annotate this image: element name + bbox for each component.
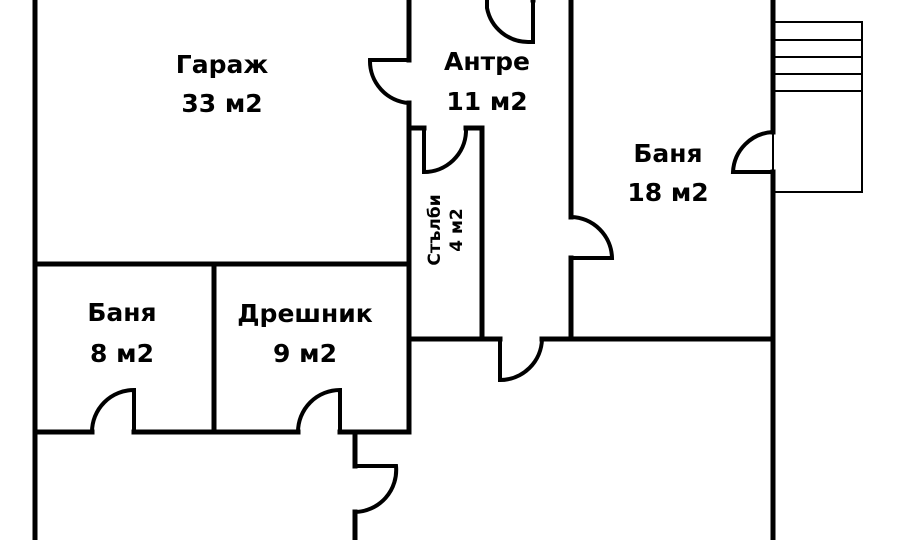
room-garage-label: Гараж 33 м2 xyxy=(176,50,269,118)
room-bath-big-label: Баня 18 м2 xyxy=(627,139,708,207)
room-hall-label: Антре 11 м2 xyxy=(444,47,530,116)
room-name: Стълби xyxy=(425,194,445,265)
room-area: 11 м2 xyxy=(446,87,527,116)
staircase-outline xyxy=(772,21,863,193)
room-name: Дрешник xyxy=(237,299,372,328)
door-hall-bottom xyxy=(498,338,544,383)
staircase xyxy=(772,21,863,193)
doors xyxy=(90,0,774,514)
door-bath-small xyxy=(90,387,136,433)
room-stairs-label: Стълби 4 м2 xyxy=(425,194,467,265)
room-name: Баня xyxy=(633,139,702,168)
room-area: 18 м2 xyxy=(627,178,708,207)
door-garage-hall xyxy=(367,58,410,105)
room-name: Антре xyxy=(444,47,530,76)
room-name: Баня xyxy=(87,298,156,327)
room-area: 9 м2 xyxy=(273,339,337,368)
room-name: Гараж xyxy=(176,50,269,79)
room-area: 33 м2 xyxy=(181,89,262,118)
door-closet xyxy=(296,387,342,433)
room-area: 8 м2 xyxy=(90,339,154,368)
door-bath-big xyxy=(570,215,615,260)
door-stairs xyxy=(422,128,468,175)
room-area: 4 м2 xyxy=(447,208,467,251)
door-top-hall xyxy=(485,0,535,45)
walls xyxy=(32,0,776,540)
door-lower xyxy=(354,464,399,514)
door-bath-right xyxy=(730,130,774,174)
room-bath-small-label: Баня 8 м2 xyxy=(87,298,156,368)
room-closet-label: Дрешник 9 м2 xyxy=(237,299,372,368)
